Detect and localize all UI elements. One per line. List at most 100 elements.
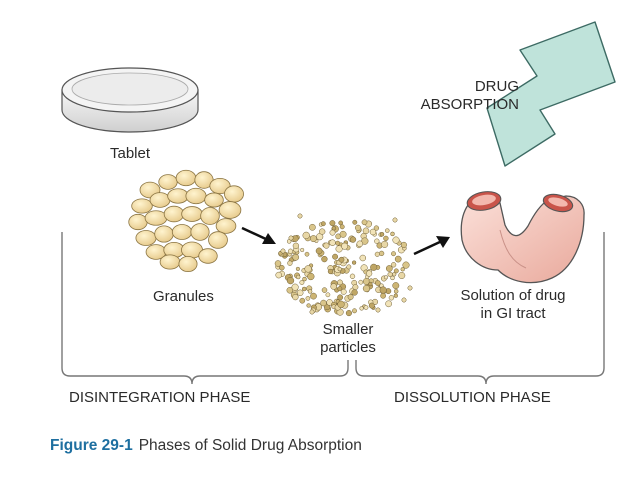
particle <box>352 261 356 265</box>
particle <box>287 277 294 284</box>
particle <box>386 301 392 307</box>
particle <box>322 288 327 293</box>
particle <box>332 254 337 259</box>
particle <box>401 242 407 248</box>
particle <box>339 257 344 262</box>
particle <box>391 276 395 280</box>
granule <box>201 208 220 225</box>
particle <box>346 310 352 316</box>
particle <box>330 220 335 225</box>
granule <box>145 211 167 226</box>
granule <box>209 232 228 249</box>
granule <box>129 214 147 229</box>
particle <box>384 276 388 280</box>
particle <box>376 308 380 312</box>
particle <box>395 256 401 262</box>
particle <box>305 266 312 273</box>
particle <box>310 293 316 299</box>
particle <box>276 272 282 278</box>
particle <box>330 230 335 235</box>
particle <box>341 243 347 249</box>
particle <box>321 300 327 306</box>
granule <box>176 170 196 186</box>
particle <box>375 280 380 285</box>
particle <box>337 280 342 285</box>
particle <box>293 254 299 260</box>
particle <box>402 298 406 302</box>
particle <box>350 237 356 243</box>
particle <box>380 287 387 294</box>
particle <box>296 275 300 279</box>
particle <box>408 286 412 290</box>
granule <box>159 175 177 190</box>
granule <box>219 202 241 219</box>
particle <box>360 307 364 311</box>
particle <box>385 229 389 233</box>
particle <box>328 269 333 274</box>
particle <box>307 304 311 308</box>
particle <box>399 272 405 278</box>
particle <box>310 310 314 314</box>
particle <box>324 243 330 249</box>
particle <box>287 287 293 293</box>
particle <box>350 274 355 279</box>
drug-absorption-line2: ABSORPTION <box>395 96 519 114</box>
particle <box>374 239 379 244</box>
granule <box>172 224 191 239</box>
particle <box>364 305 368 309</box>
drug-absorption-line1: DRUG <box>395 78 519 96</box>
particle <box>337 295 342 300</box>
stomach-illustration <box>461 189 584 282</box>
particle <box>298 214 302 218</box>
particle <box>321 222 325 226</box>
particle <box>403 262 410 269</box>
particle <box>296 267 300 271</box>
particle <box>336 241 340 245</box>
particle <box>394 269 398 273</box>
particle <box>306 296 310 300</box>
figure-title: Phases of Solid Drug Absorption <box>139 437 362 454</box>
granules-illustration <box>129 170 244 271</box>
disintegration-phase-label: DISINTEGRATION PHASE <box>69 389 250 407</box>
granule <box>191 224 209 241</box>
particle <box>375 252 380 257</box>
particle <box>353 220 357 224</box>
particle <box>381 241 388 248</box>
particle <box>288 261 293 266</box>
particle <box>353 284 358 289</box>
particle <box>305 252 309 256</box>
particle <box>369 282 373 286</box>
particle <box>322 256 328 262</box>
solution-label: Solution of drug in GI tract <box>438 287 588 323</box>
particle <box>300 248 304 252</box>
particle <box>331 284 337 290</box>
particle <box>366 271 372 277</box>
granule <box>205 193 224 207</box>
particle <box>302 287 306 291</box>
smaller-particles-line1: Smaller <box>308 321 388 339</box>
particle <box>281 249 285 253</box>
tablet-illustration <box>62 68 198 132</box>
particle <box>279 265 284 270</box>
particle <box>326 293 330 297</box>
granule <box>132 199 153 213</box>
particle <box>347 265 351 269</box>
particle <box>357 241 363 247</box>
particle <box>316 248 322 254</box>
particle <box>394 294 398 298</box>
particle <box>338 301 345 308</box>
particle <box>340 225 344 229</box>
particles-illustration <box>275 214 412 316</box>
particle <box>307 273 314 280</box>
smaller-particles-label: Smaller particles <box>308 321 388 357</box>
granule <box>179 256 197 271</box>
dissolution-phase-label: DISSOLUTION PHASE <box>394 389 551 407</box>
granule <box>186 188 206 203</box>
particle <box>339 221 343 225</box>
particle <box>338 267 342 271</box>
smaller-particles-line2: particles <box>308 339 388 357</box>
granule <box>199 249 218 264</box>
particle <box>355 225 361 231</box>
granule <box>182 207 203 222</box>
particle <box>384 236 389 241</box>
